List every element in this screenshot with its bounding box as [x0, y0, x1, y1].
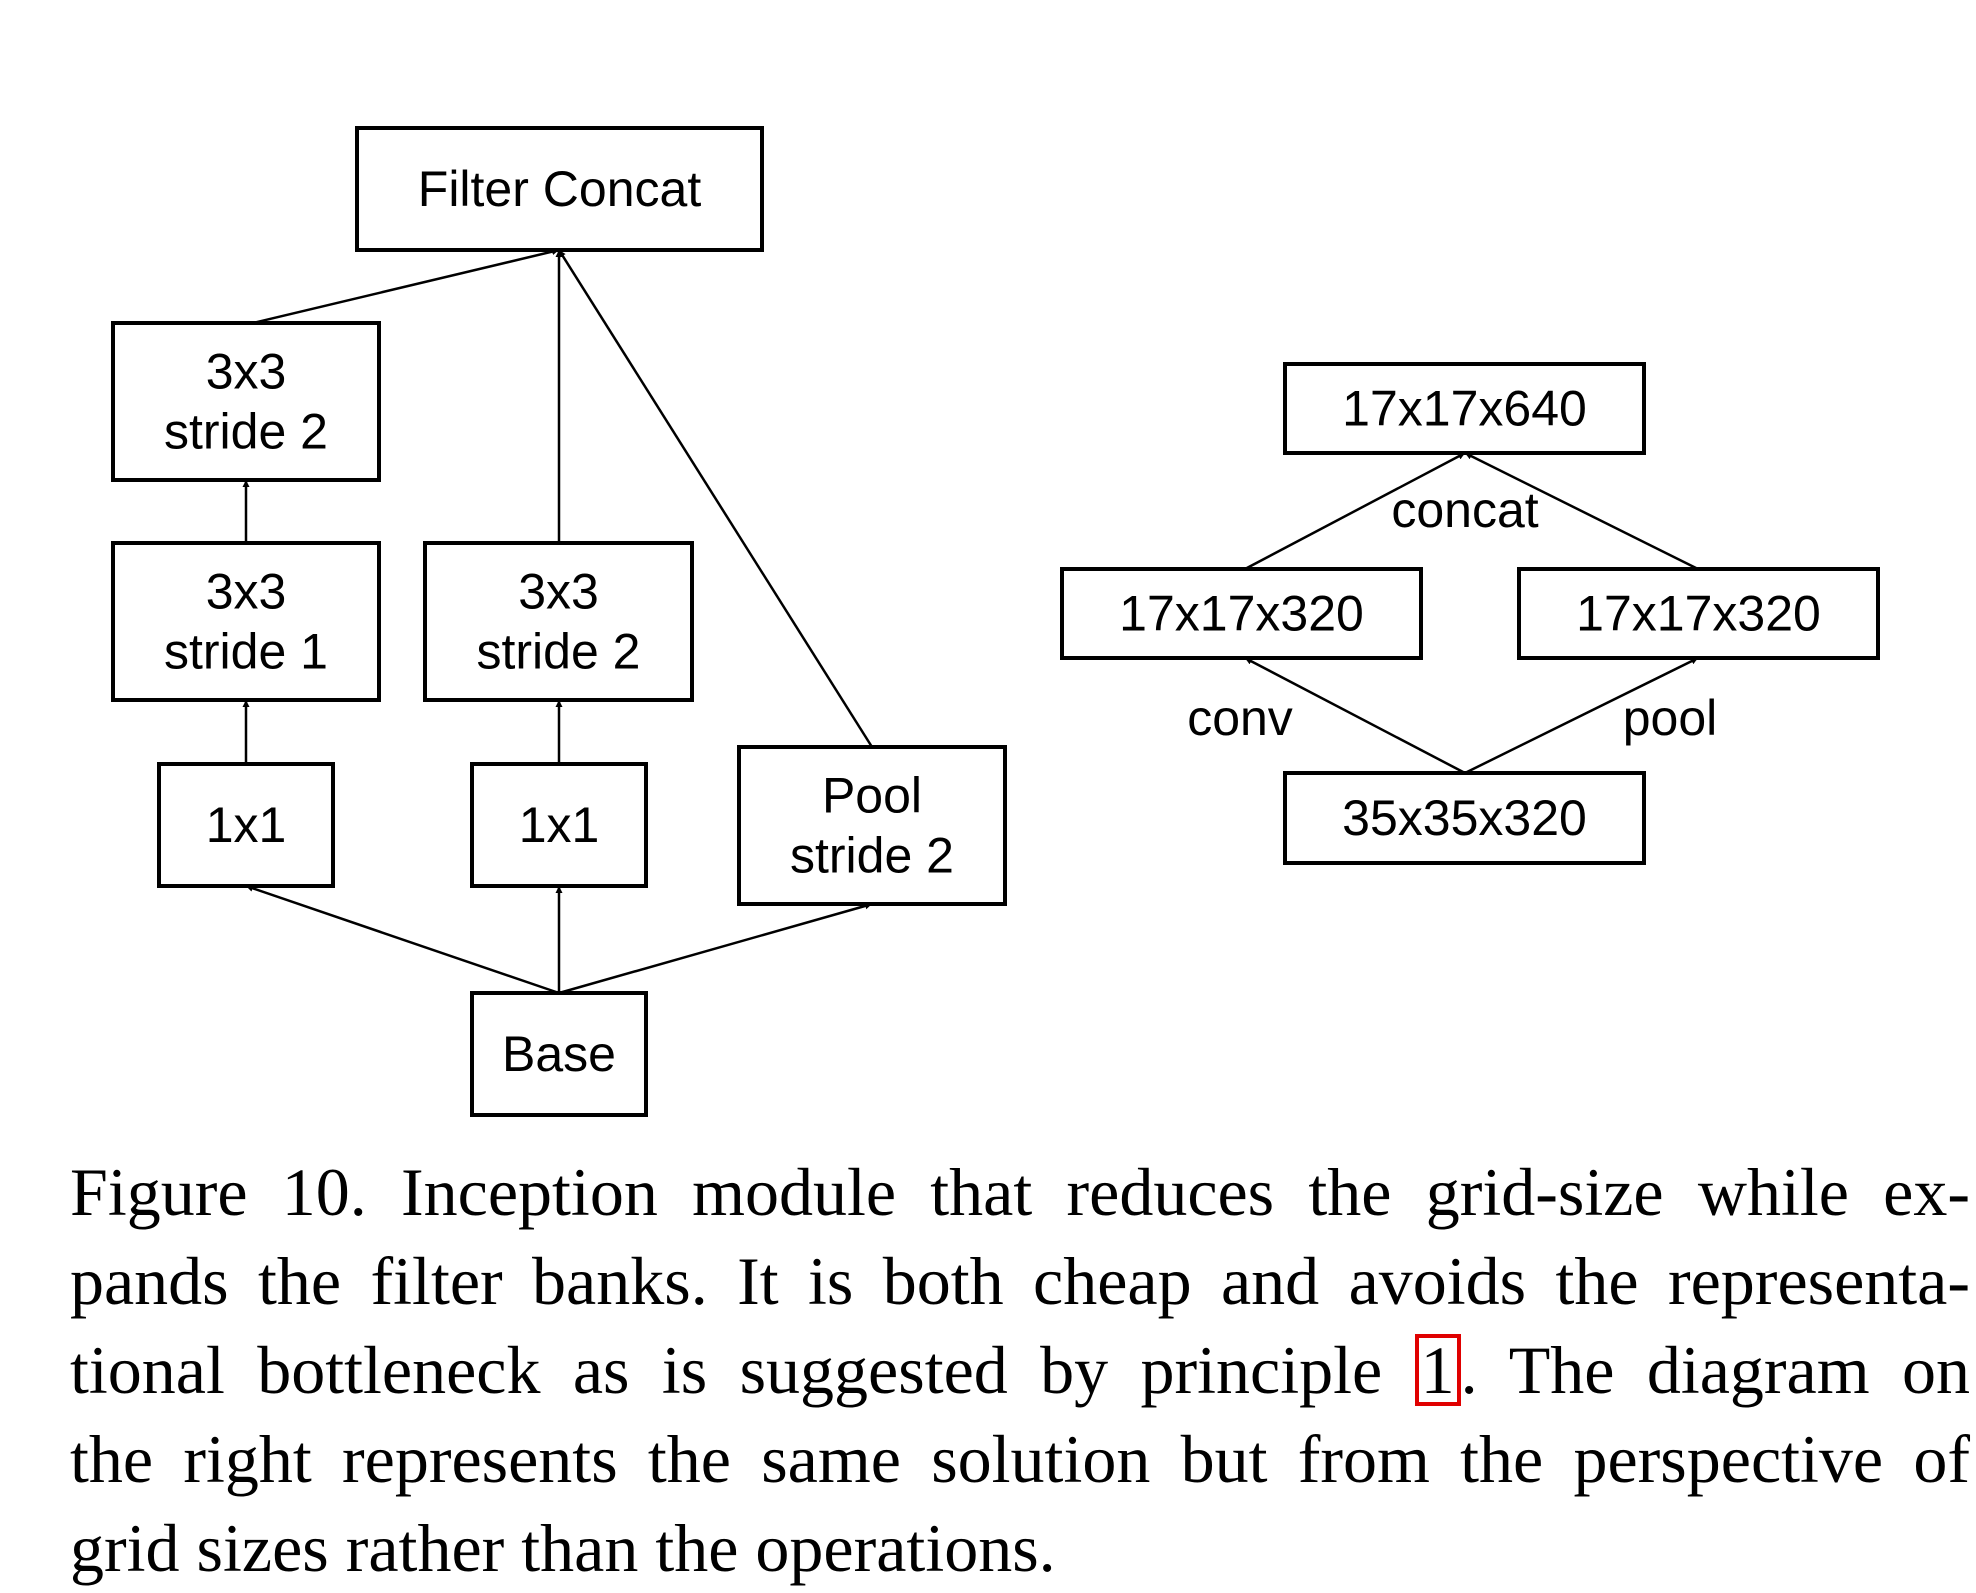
node-label: Filter Concat [418, 161, 702, 217]
node-label: 1x1 [519, 797, 600, 853]
edge-label-pool: pool [1623, 690, 1718, 746]
edge-right-mid-to-out [1464, 451, 1699, 571]
edge-base-to-b1-1x1 [245, 884, 560, 995]
edge-base-to-pool [558, 902, 873, 995]
node-box [1517, 567, 1880, 660]
caption-line-5: grid sizes rather than the operations. [70, 1510, 1056, 1586]
node-label: 35x35x320 [1342, 790, 1587, 846]
node-left-filter-concat: Filter Concat [355, 126, 764, 252]
edge-pool-to-filter-concat [557, 249, 874, 748]
node-label: 3x3 [518, 564, 599, 620]
node-box [157, 762, 335, 888]
caption-line-2: pands the filter banks. It is both cheap… [70, 1243, 1970, 1319]
node-label: stride 1 [164, 624, 328, 680]
node-label: 17x17x320 [1119, 586, 1364, 642]
node-box [111, 541, 381, 702]
node-label: 3x3 [206, 344, 287, 400]
node-box [1283, 771, 1646, 865]
node-label: stride 2 [790, 828, 954, 884]
node-label: 17x17x320 [1576, 586, 1821, 642]
node-label: 1x1 [206, 797, 287, 853]
node-label: 17x17x640 [1342, 381, 1587, 437]
edge-b1-3x3-s2-to-filter-concat [252, 248, 560, 325]
caption-line-4: the right represents the same solution b… [70, 1421, 1970, 1497]
edge-left-mid-to-out [1244, 451, 1466, 571]
edge-in-to-left-mid [1244, 656, 1466, 775]
figure-caption: Figure 10. Inception module that reduces… [70, 1148, 1970, 1593]
node-box [355, 126, 764, 252]
edge-label-conv: conv [1187, 690, 1293, 746]
node-box [470, 991, 648, 1117]
caption-line-1: Figure 10. Inception module that reduces… [70, 1154, 1970, 1230]
node-left-b1-1x1: 1x1 [157, 762, 335, 888]
node-right-in: 35x35x320 [1283, 771, 1646, 865]
node-box [470, 762, 648, 888]
node-box [737, 745, 1007, 906]
edges-layer [242, 248, 1699, 995]
node-right-right-mid: 17x17x320 [1517, 567, 1880, 660]
node-box [1060, 567, 1423, 660]
node-label: Pool [822, 768, 922, 824]
node-right-out: 17x17x640 [1283, 362, 1646, 455]
node-label: stride 2 [477, 624, 641, 680]
caption-line-3-start: tional bottleneck as is suggested by pri… [70, 1332, 1415, 1408]
node-label: Base [502, 1026, 616, 1082]
node-right-left-mid: 17x17x320 [1060, 567, 1423, 660]
node-label: stride 2 [164, 404, 328, 460]
node-left-base: Base [470, 991, 648, 1117]
node-left-b2-1x1: 1x1 [470, 762, 648, 888]
caption-line-3: tional bottleneck as is suggested by pri… [70, 1326, 1970, 1415]
node-box [423, 541, 694, 702]
principle-reference-link[interactable]: 1 [1414, 1334, 1461, 1406]
edge-in-to-right-mid [1464, 656, 1699, 775]
node-box [111, 321, 381, 482]
node-box [1283, 362, 1646, 455]
edge-label-concat: concat [1391, 482, 1538, 538]
node-label: 3x3 [206, 564, 287, 620]
caption-line-3-end: . The diagram on [1460, 1332, 1970, 1408]
